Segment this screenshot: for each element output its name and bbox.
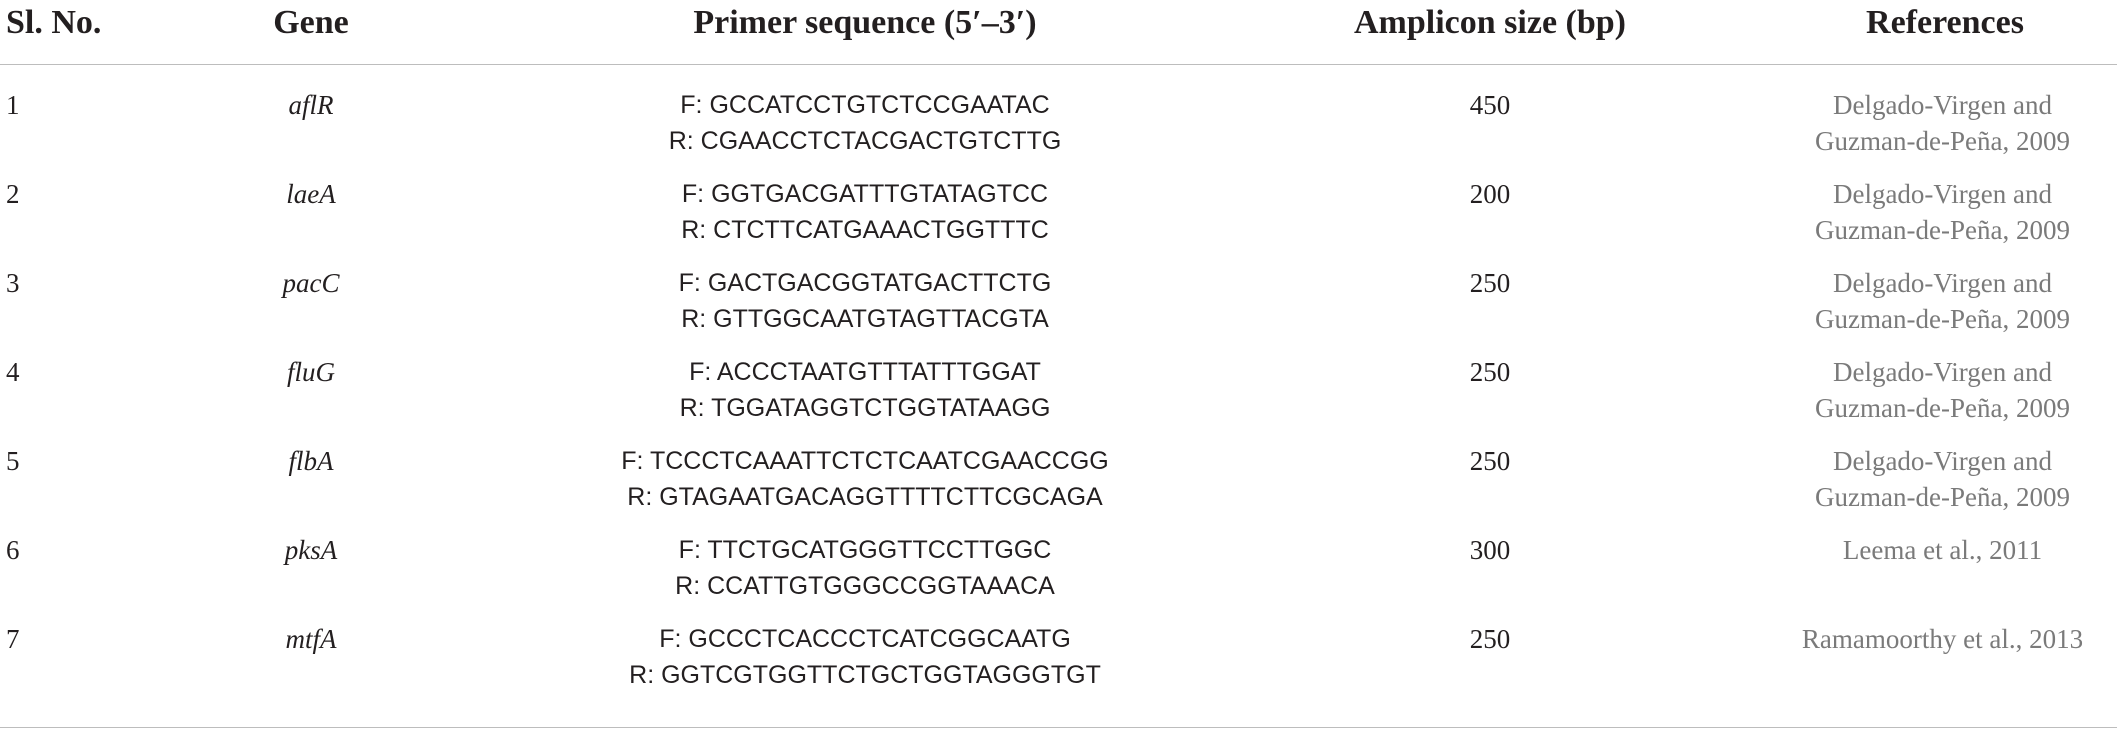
cell-gene: laeA: [286, 179, 336, 209]
cell-gene: pacC: [282, 268, 340, 298]
primer-forward: F: GACTGACGGTATGACTTCTG: [678, 269, 1052, 297]
primer-reverse: R: TGGATAGGTCTGGTATAAGG: [679, 394, 1051, 422]
header-primer-sequence: Primer sequence (5′–3′): [693, 4, 1037, 41]
cell-sl-no: 3: [6, 268, 20, 298]
cell-amplicon: 250: [1469, 357, 1511, 387]
cell-gene: aflR: [288, 90, 334, 120]
reference-link[interactable]: Delgado-Virgen and: [1832, 357, 2053, 387]
header-sl-no: Sl. No.: [6, 4, 102, 41]
cell-reference: Delgado-Virgen and Guzman-de-Peña, 2009: [1770, 176, 2115, 248]
cell-amplicon: 200: [1469, 179, 1511, 209]
cell-reference: Delgado-Virgen and Guzman-de-Peña, 2009: [1770, 354, 2115, 426]
cell-reference: Delgado-Virgen and Guzman-de-Peña, 2009: [1770, 87, 2115, 159]
cell-gene: flbA: [288, 446, 334, 476]
cell-primer: F: GGTGACGATTTGTATAGTCC R: CTCTTCATGAAAC…: [540, 176, 1190, 248]
cell-primer: F: GACTGACGGTATGACTTCTG R: GTTGGCAATGTAG…: [540, 265, 1190, 337]
cell-sl-no: 2: [6, 179, 20, 209]
cell-primer: F: ACCCTAATGTTTATTTGGAT R: TGGATAGGTCTGG…: [540, 354, 1190, 426]
cell-amplicon: 250: [1469, 268, 1511, 298]
cell-gene: mtfA: [285, 624, 337, 654]
table-row: 4 fluG F: ACCCTAATGTTTATTTGGAT R: TGGATA…: [0, 354, 2117, 443]
reference-link[interactable]: Guzman-de-Peña, 2009: [1815, 482, 2070, 512]
table-row: 5 flbA F: TCCCTCAAATTCTCTCAATCGAACCGG R:…: [0, 443, 2117, 532]
primer-forward: F: TCCCTCAAATTCTCTCAATCGAACCGG: [621, 447, 1109, 475]
cell-primer: F: GCCATCCTGTCTCCGAATAC R: CGAACCTCTACGA…: [540, 87, 1190, 159]
reference-link[interactable]: Delgado-Virgen and: [1832, 179, 2053, 209]
primer-forward: F: TTCTGCATGGGTTCCTTGGC: [678, 536, 1052, 564]
reference-link[interactable]: Delgado-Virgen and: [1832, 268, 2053, 298]
reference-link[interactable]: Ramamoorthy et al., 2013: [1801, 624, 2084, 654]
cell-amplicon: 450: [1469, 90, 1511, 120]
primer-reverse: R: CGAACCTCTACGACTGTCTTG: [668, 127, 1062, 155]
cell-sl-no: 6: [6, 535, 20, 565]
reference-link[interactable]: Guzman-de-Peña, 2009: [1815, 215, 2070, 245]
header-amplicon-size: Amplicon size (bp): [1354, 4, 1626, 41]
cell-reference: Ramamoorthy et al., 2013: [1770, 621, 2115, 657]
table-row: 7 mtfA F: GCCCTCACCCTCATCGGCAATG R: GGTC…: [0, 621, 2117, 710]
table-body: 1 aflR F: GCCATCCTGTCTCCGAATAC R: CGAACC…: [0, 87, 2117, 710]
table-row: 1 aflR F: GCCATCCTGTCTCCGAATAC R: CGAACC…: [0, 87, 2117, 176]
table-row: 6 pksA F: TTCTGCATGGGTTCCTTGGC R: CCATTG…: [0, 532, 2117, 621]
primer-reverse: R: GTAGAATGACAGGTTTTCTTCGCAGA: [627, 483, 1103, 511]
cell-reference: Delgado-Virgen and Guzman-de-Peña, 2009: [1770, 443, 2115, 515]
cell-amplicon: 300: [1469, 535, 1511, 565]
primer-table: Sl. No. Gene Primer sequence (5′–3′) Amp…: [0, 0, 2117, 710]
table-bottom-rule: [0, 727, 2117, 728]
header-gene: Gene: [273, 4, 349, 41]
cell-amplicon: 250: [1469, 446, 1511, 476]
primer-forward: F: GCCCTCACCCTCATCGGCAATG: [659, 625, 1071, 653]
table-header: Sl. No. Gene Primer sequence (5′–3′) Amp…: [0, 0, 2117, 65]
reference-link[interactable]: Guzman-de-Peña, 2009: [1815, 304, 2070, 334]
header-references: References: [1866, 4, 2024, 41]
cell-reference: Leema et al., 2011: [1770, 532, 2115, 568]
cell-gene: pksA: [284, 535, 338, 565]
primer-reverse: R: CTCTTCATGAAACTGGTTTC: [681, 216, 1049, 244]
cell-primer: F: TCCCTCAAATTCTCTCAATCGAACCGG R: GTAGAA…: [540, 443, 1190, 515]
cell-gene: fluG: [286, 357, 335, 387]
primer-reverse: R: CCATTGTGGGCCGGTAAACA: [675, 572, 1055, 600]
primer-forward: F: GCCATCCTGTCTCCGAATAC: [680, 91, 1050, 119]
cell-reference: Delgado-Virgen and Guzman-de-Peña, 2009: [1770, 265, 2115, 337]
primer-reverse: R: GTTGGCAATGTAGTTACGTA: [681, 305, 1049, 333]
cell-sl-no: 1: [6, 90, 20, 120]
primer-forward: F: ACCCTAATGTTTATTTGGAT: [689, 358, 1041, 386]
cell-amplicon: 250: [1469, 624, 1511, 654]
cell-primer: F: TTCTGCATGGGTTCCTTGGC R: CCATTGTGGGCCG…: [540, 532, 1190, 604]
cell-primer: F: GCCCTCACCCTCATCGGCAATG R: GGTCGTGGTTC…: [540, 621, 1190, 693]
primer-forward: F: GGTGACGATTTGTATAGTCC: [681, 180, 1049, 208]
reference-link[interactable]: Delgado-Virgen and: [1832, 90, 2053, 120]
reference-link[interactable]: Guzman-de-Peña, 2009: [1815, 393, 2070, 423]
cell-sl-no: 5: [6, 446, 20, 476]
reference-link[interactable]: Leema et al., 2011: [1842, 535, 2043, 565]
table-row: 2 laeA F: GGTGACGATTTGTATAGTCC R: CTCTTC…: [0, 176, 2117, 265]
reference-link[interactable]: Delgado-Virgen and: [1832, 446, 2053, 476]
reference-link[interactable]: Guzman-de-Peña, 2009: [1815, 126, 2070, 156]
cell-sl-no: 7: [6, 624, 20, 654]
cell-sl-no: 4: [6, 357, 20, 387]
primer-reverse: R: GGTCGTGGTTCTGCTGGTAGGGTGT: [629, 661, 1101, 689]
table-row: 3 pacC F: GACTGACGGTATGACTTCTG R: GTTGGC…: [0, 265, 2117, 354]
